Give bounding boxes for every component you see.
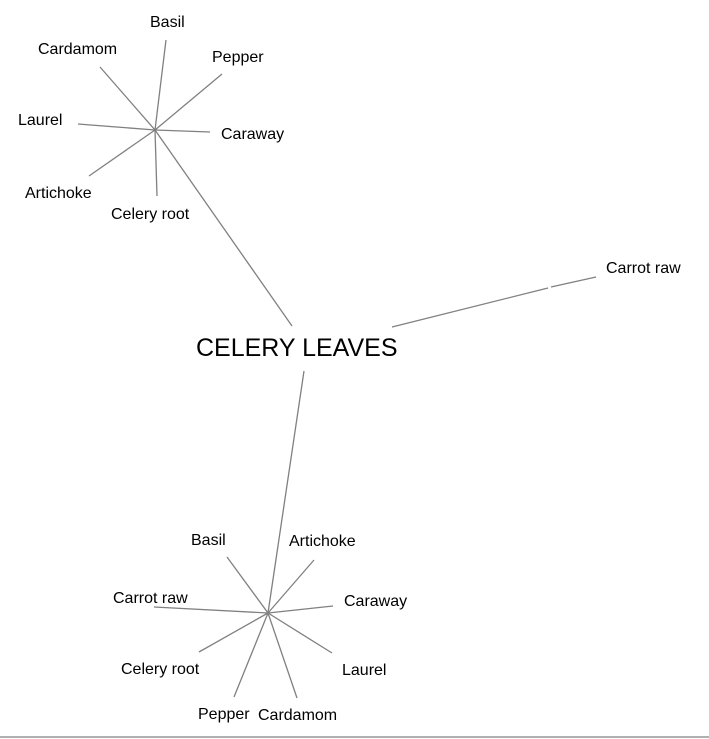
bottom-divider: [0, 736, 709, 738]
top-leaf-label: Pepper: [212, 49, 264, 66]
edge-root-right: [391, 287, 549, 328]
top-leaf-label: Caraway: [221, 126, 284, 143]
top-leaf-label: Artichoke: [25, 185, 92, 202]
top-leaf-label: Cardamom: [38, 41, 117, 58]
edge-root-bottom: [267, 370, 305, 614]
bottom-leaf-label: Basil: [191, 532, 226, 549]
top-cluster: Basil Cardamom Pepper Laurel Caraway Art…: [18, 14, 284, 223]
bottom-leaf-label: Artichoke: [289, 533, 356, 550]
bottom-cluster: Basil Artichoke Carrot raw Caraway Celer…: [113, 532, 407, 724]
edge-root-top: [154, 129, 293, 327]
right-leaf-label: Carrot raw: [606, 260, 681, 277]
top-leaf-label: Laurel: [18, 112, 62, 129]
top-leaf-label: Basil: [150, 14, 185, 31]
bottom-leaf-label: Celery root: [121, 661, 200, 678]
bottom-leaf-label: Pepper: [198, 706, 250, 723]
top-leaf-label: Celery root: [111, 206, 190, 223]
bottom-leaf-label: Caraway: [344, 593, 407, 610]
root-node-label: CELERY LEAVES: [196, 334, 398, 362]
bottom-leaf-label: Carrot raw: [113, 590, 188, 607]
edge-root-right-end: [550, 276, 597, 288]
bottom-leaf-label: Cardamom: [258, 707, 337, 724]
bottom-leaf-label: Laurel: [342, 662, 386, 679]
